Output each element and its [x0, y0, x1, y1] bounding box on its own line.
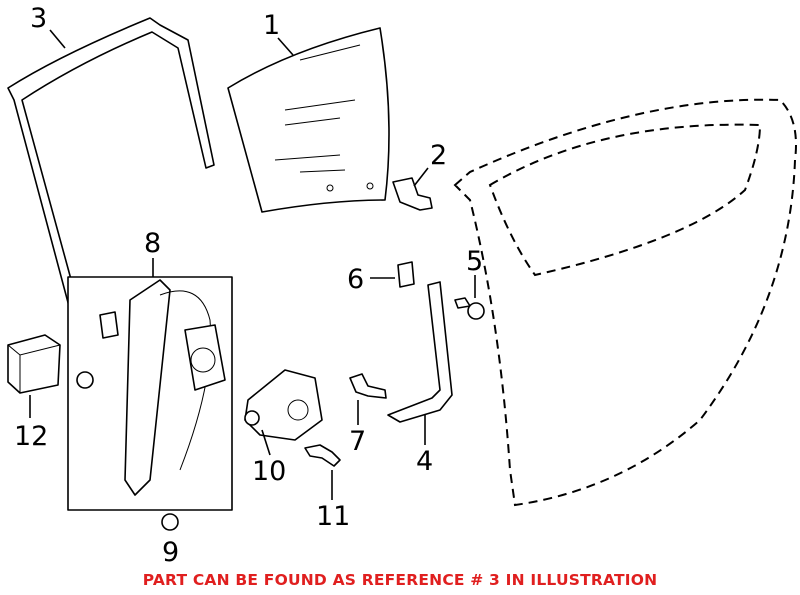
callout-4: 4: [416, 446, 433, 477]
door-outline: [453, 98, 797, 507]
callout-8: 8: [144, 228, 161, 259]
callout-7: 7: [349, 426, 366, 457]
callout-1: 1: [263, 10, 280, 41]
callout-10: 10: [252, 456, 286, 487]
part-12-control-module: [7, 334, 61, 394]
callout-2: 2: [430, 140, 447, 171]
part-9-nut: [76, 371, 179, 531]
part-1-window-glass: [227, 27, 390, 213]
part-4-guide-rail: [387, 281, 453, 423]
part-3-window-run-channel: [7, 17, 215, 311]
part-5-bolt: [454, 297, 485, 320]
callout-12: 12: [14, 421, 48, 452]
callout-6: 6: [347, 264, 364, 295]
part-7-bolt: [349, 373, 387, 399]
part-8-window-regulator: [67, 276, 233, 511]
part-10-regulator-motor: [244, 369, 323, 441]
part-6-clip: [397, 261, 415, 288]
callout-5: 5: [466, 246, 483, 277]
callout-9: 9: [162, 537, 179, 568]
part-2-glass-clip: [392, 177, 433, 211]
callout-11: 11: [316, 501, 350, 532]
part-11-bolt: [304, 444, 341, 467]
reference-note: PART CAN BE FOUND AS REFERENCE # 3 IN IL…: [142, 571, 658, 589]
callout-3: 3: [30, 3, 47, 34]
leader-lines: [29, 29, 476, 500]
